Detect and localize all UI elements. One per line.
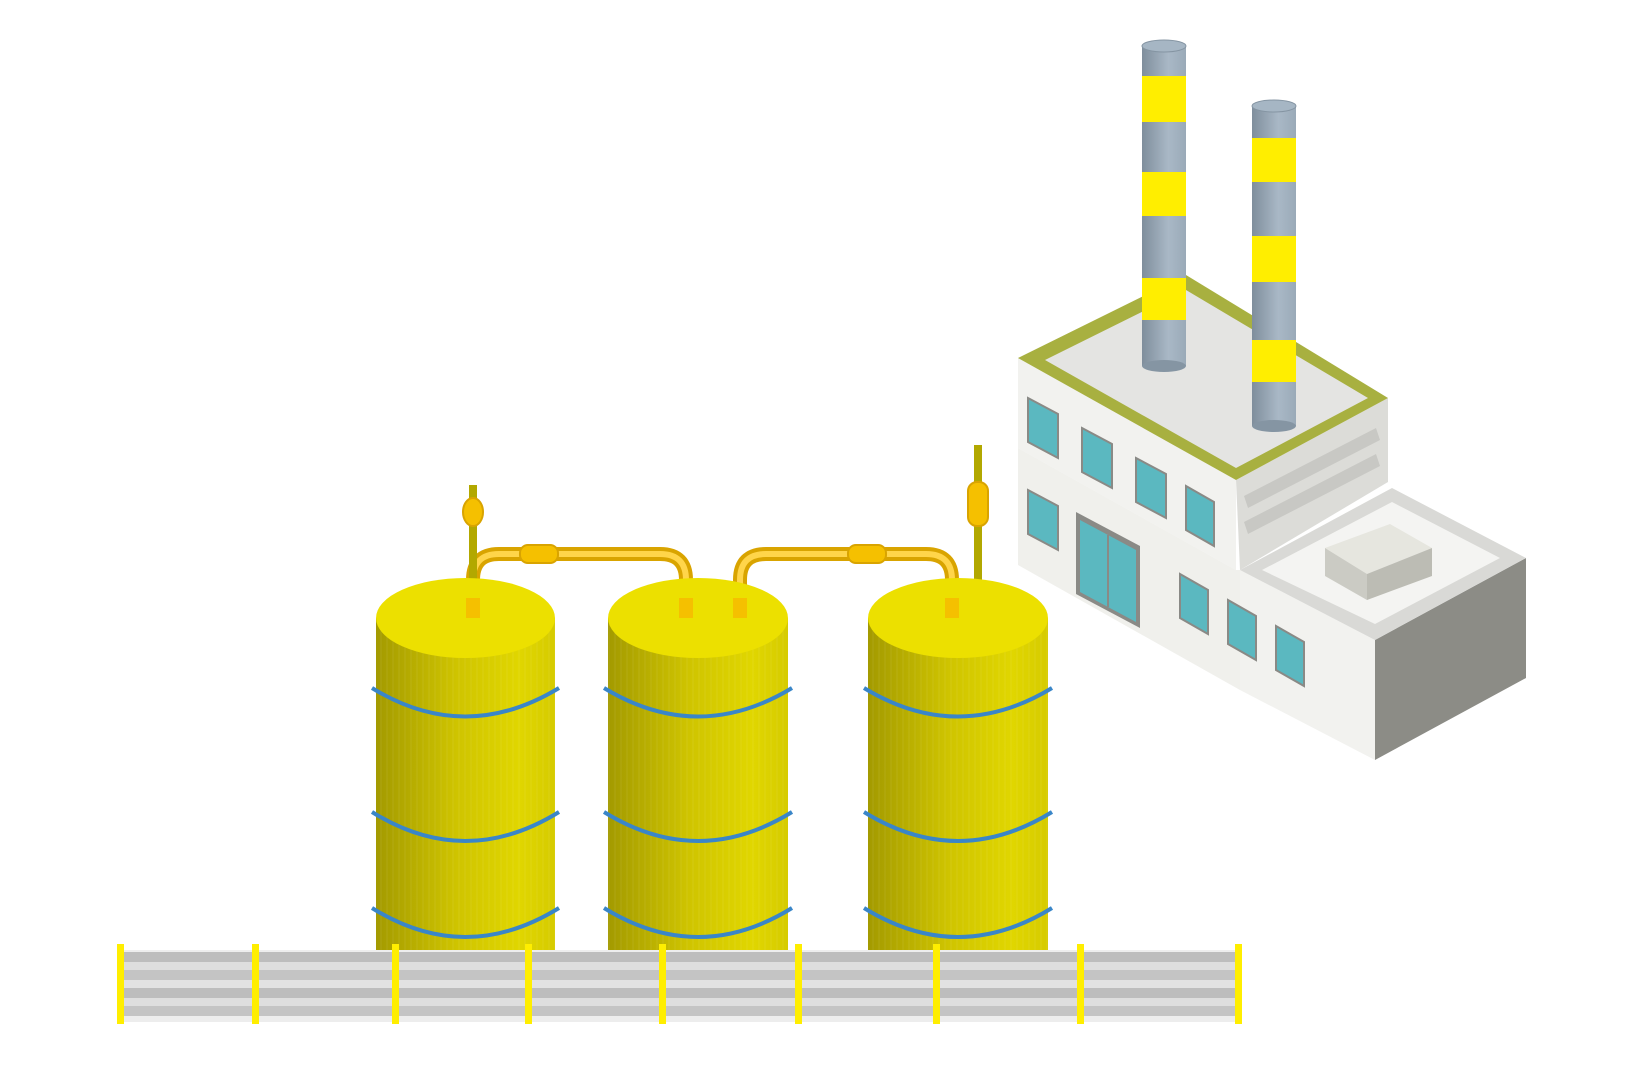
chimney-right xyxy=(1251,99,1297,432)
main-front-wall xyxy=(1018,358,1236,570)
tank-band xyxy=(862,686,1054,719)
conveyor-rail xyxy=(120,1006,1242,1016)
conveyor-posts xyxy=(117,944,1242,1024)
tank-band xyxy=(862,810,1054,843)
pipe-coupling xyxy=(519,544,559,564)
conveyor-rail xyxy=(120,988,1242,998)
tank-band xyxy=(862,906,1054,939)
conveyor-post xyxy=(933,944,940,1024)
window xyxy=(1275,624,1305,688)
conveyor-rail xyxy=(120,952,1242,962)
conveyor-post xyxy=(1235,944,1242,1024)
storage-tank-2 xyxy=(602,578,794,950)
window xyxy=(1227,598,1257,662)
storage-tank-3 xyxy=(862,578,1054,950)
factory-building xyxy=(1018,39,1526,760)
chimney-stripe xyxy=(1252,236,1296,282)
tank-band xyxy=(602,906,794,939)
tank-band xyxy=(370,686,561,719)
conveyor-post xyxy=(525,944,532,1024)
chimney-left xyxy=(1141,39,1187,372)
side-vent-1 xyxy=(1244,428,1380,508)
window xyxy=(1027,488,1059,552)
annex-front-wall xyxy=(1240,570,1375,760)
chimney-stripe xyxy=(1252,340,1296,382)
storage-tank-1 xyxy=(370,578,561,950)
conveyor-post xyxy=(252,944,259,1024)
chimney-stripe xyxy=(1252,138,1296,182)
tank-band xyxy=(602,810,794,843)
chimney-stripe xyxy=(1142,172,1186,216)
chimney-stripe xyxy=(1142,278,1186,320)
window xyxy=(1135,456,1167,520)
conveyor-post xyxy=(392,944,399,1024)
chimney-stripe xyxy=(1142,76,1186,122)
conveyor-post xyxy=(659,944,666,1024)
window xyxy=(1179,572,1209,636)
pipe-rack-conveyor xyxy=(120,950,1242,1022)
rooftop-box-front xyxy=(1325,548,1367,600)
window xyxy=(1081,426,1113,490)
rooftop-box-side xyxy=(1367,548,1432,600)
pipe-coupling xyxy=(847,544,887,564)
tank-top xyxy=(608,578,788,658)
rooftop-box-top xyxy=(1325,524,1432,574)
main-side-wall xyxy=(1236,398,1388,570)
conveyor-rail xyxy=(120,970,1242,980)
tank-band xyxy=(370,810,561,843)
annex-side-wall xyxy=(1375,558,1526,760)
side-vent-2 xyxy=(1244,454,1380,534)
vent-right xyxy=(967,445,989,613)
window xyxy=(1185,484,1215,548)
window xyxy=(1027,396,1059,460)
conveyor-post xyxy=(117,944,124,1024)
vent-left xyxy=(462,485,484,613)
tank-top xyxy=(376,578,555,658)
conveyor-post xyxy=(1077,944,1084,1024)
conveyor-post xyxy=(795,944,802,1024)
tank-band xyxy=(602,686,794,719)
tank-band xyxy=(370,906,561,939)
